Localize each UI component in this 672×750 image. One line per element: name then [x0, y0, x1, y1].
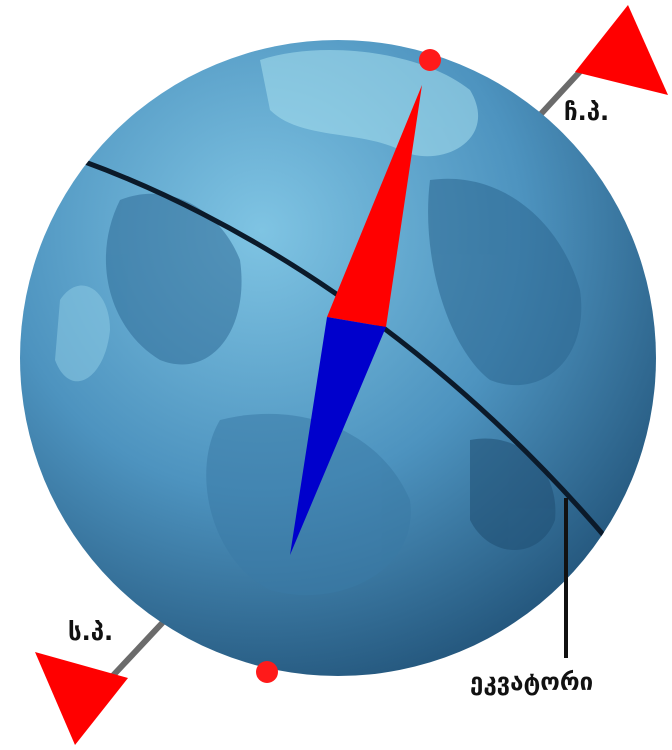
equator-line: [84, 159, 614, 547]
compass-needle-south: [290, 317, 386, 555]
compass-needle-north: [327, 85, 422, 327]
south-pole-marker: [256, 661, 278, 683]
north-pole-marker: [419, 49, 441, 71]
south-pole-label: ს.პ.: [68, 618, 113, 646]
south-pole-flag: [35, 652, 128, 745]
north-pole-label: ჩ.პ.: [564, 98, 609, 126]
north-pole-flag: [575, 5, 668, 95]
globe-texture: [55, 50, 582, 596]
equator-label: ეკვატორი: [470, 668, 593, 696]
